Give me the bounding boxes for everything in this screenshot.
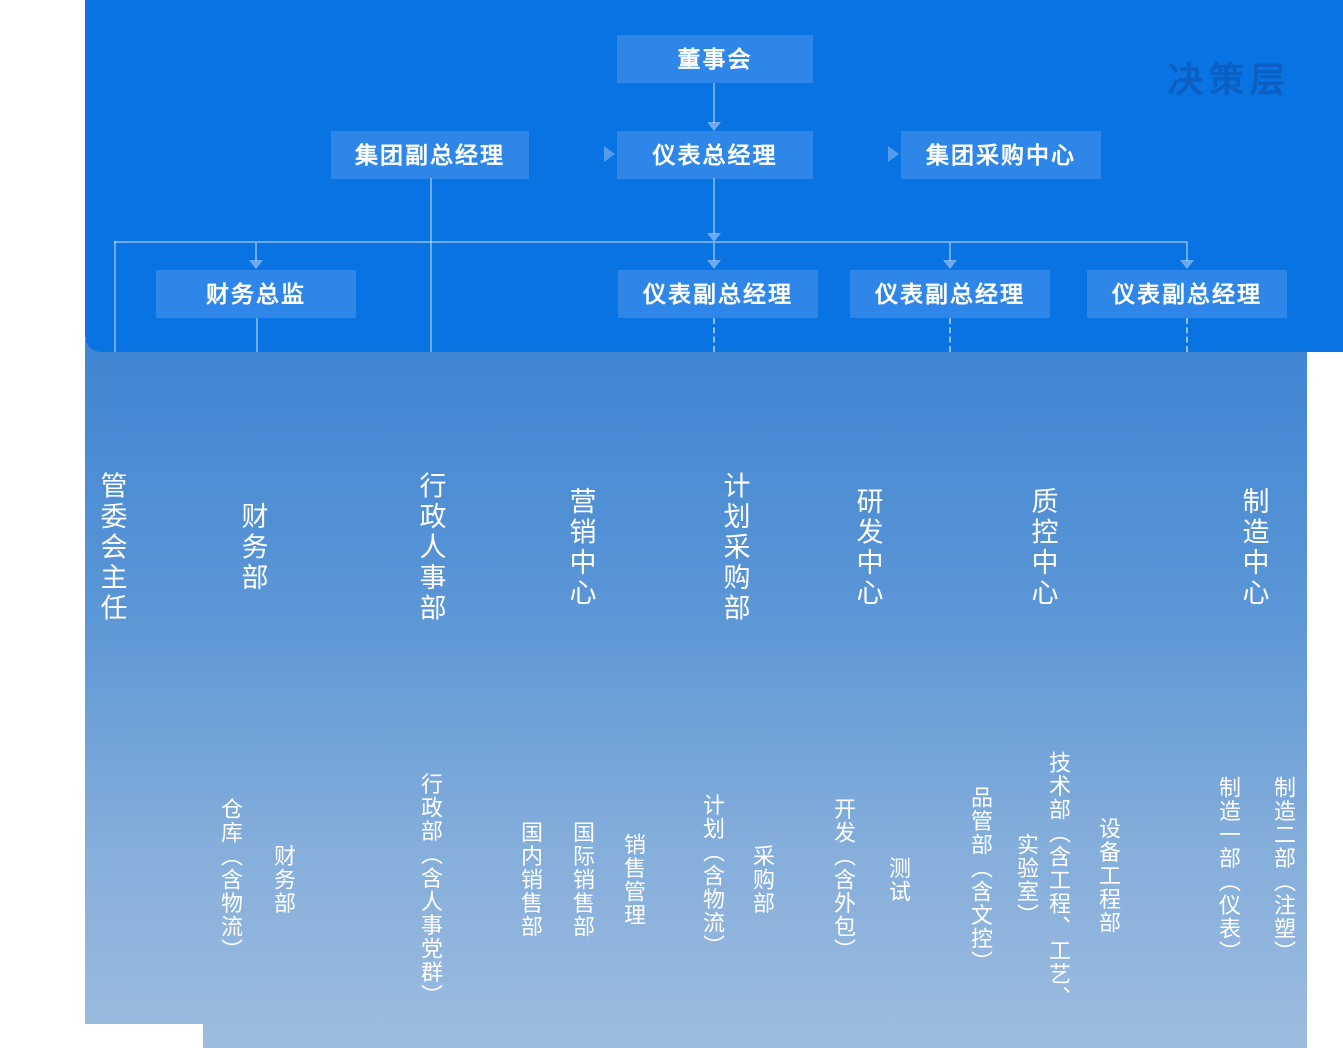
division-finance: 财务部 <box>237 502 268 594</box>
connector-bus-horizontal <box>114 241 1188 243</box>
dept-warehouse: 仓库（含物流） <box>218 797 243 963</box>
dept-planning: 计划（含物流） <box>700 793 725 959</box>
node-group-purchasing-center: 集团采购中心 <box>901 131 1101 179</box>
node-board: 董事会 <box>617 35 813 83</box>
dept-testing: 测试 <box>886 856 911 904</box>
dashed-below-instrument-deputy-3 <box>1186 318 1188 352</box>
dept-domestic-sales: 国内销售部 <box>518 821 543 939</box>
bottom-left-white-notch <box>85 1024 203 1048</box>
arrow-to-instrument-deputy-1 <box>707 260 721 269</box>
arrow-to-instrument-deputy-3 <box>1180 260 1194 269</box>
node-group-deputy-gm: 集团副总经理 <box>331 131 529 179</box>
division-plan-purchasing: 计划采购部 <box>719 471 750 625</box>
dept-technology: 技术部（含工程、工艺、实验室） <box>1014 750 1071 1010</box>
node-finance-director: 财务总监 <box>156 270 356 318</box>
division-rd-center: 研发中心 <box>852 487 883 609</box>
dept-finance: 财务部 <box>271 844 296 916</box>
node-instrument-deputy-gm-2: 仪表副总经理 <box>850 270 1050 318</box>
dept-purchasing: 采购部 <box>750 844 775 916</box>
connector-stub-finance-director <box>255 243 257 261</box>
arrow-to-instrument-gm <box>707 122 721 131</box>
decision-layer-watermark: 决策层 <box>1168 61 1292 100</box>
arrow-to-finance-director <box>249 260 263 269</box>
dept-sales-mgmt: 销售管理 <box>621 833 646 927</box>
dept-admin: 行政部（含人事党群） <box>418 772 443 1008</box>
dept-intl-sales: 国际销售部 <box>570 821 595 939</box>
connector-stub-ivp1 <box>713 243 715 261</box>
connector-bus-left-down <box>114 241 116 352</box>
arrow-instrument-gm-to-purchasing <box>888 146 899 162</box>
arrow-to-instrument-deputy-2 <box>943 260 957 269</box>
connector-stub-ivp3 <box>1186 243 1188 261</box>
dashed-below-instrument-deputy-2 <box>949 318 951 352</box>
division-admin-hr: 行政人事部 <box>415 471 446 625</box>
connector-instrument-gm-down <box>713 178 715 234</box>
connector-board-down <box>713 83 715 123</box>
decision-layer-panel <box>85 0 1343 352</box>
connector-below-finance-director <box>256 318 258 352</box>
node-instrument-deputy-gm-3: 仪表副总经理 <box>1087 270 1287 318</box>
gradient-background-panel <box>85 340 1307 1048</box>
division-marketing-center: 营销中心 <box>565 487 596 609</box>
dashed-below-instrument-deputy-1 <box>713 318 715 352</box>
division-qc-center: 质控中心 <box>1027 487 1058 609</box>
node-instrument-gm: 仪表总经理 <box>617 131 813 179</box>
dept-development: 开发（含外包） <box>831 797 856 963</box>
dept-quality: 品管部（含文控） <box>968 786 993 974</box>
division-mgmt-committee-director: 管委会主任 <box>96 471 127 625</box>
connector-stub-ivp2 <box>949 243 951 261</box>
connector-group-deputy-down <box>430 178 432 352</box>
dept-mfg-2: 制造二部（注塑） <box>1271 776 1296 964</box>
division-mfg-center: 制造中心 <box>1238 487 1269 609</box>
node-instrument-deputy-gm-1: 仪表副总经理 <box>618 270 818 318</box>
dept-equipment-eng: 设备工程部 <box>1096 817 1121 935</box>
dept-mfg-1: 制造一部（仪表） <box>1216 776 1241 964</box>
arrow-instrument-gm-to-bus <box>707 233 721 242</box>
arrow-deputy-to-instrument-gm <box>604 146 615 162</box>
